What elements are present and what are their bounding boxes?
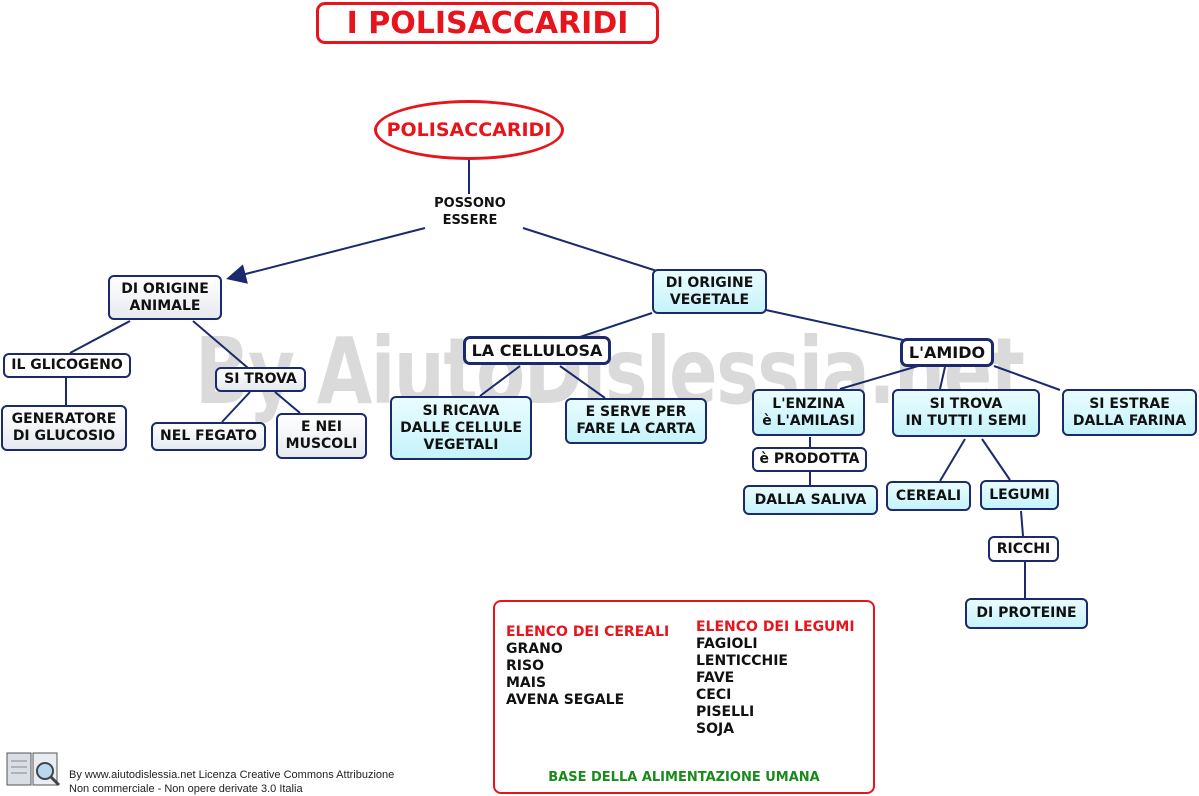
list-item: FAVE — [696, 670, 735, 686]
node-si-ricava: SI RICAVA DALLE CELLULE VEGETALI — [390, 396, 532, 460]
credit-line-2: Non commerciale - Non opere derivate 3.0… — [69, 783, 303, 795]
node-si-trova-animale: SI TROVA — [215, 367, 306, 392]
node-enzima: L'ENZINA è L'AMILASI — [752, 389, 865, 436]
node-saliva: DALLA SALIVA — [743, 485, 878, 515]
list-item: PISELLI — [696, 704, 755, 720]
node-origine-animale: DI ORIGINE ANIMALE — [108, 275, 222, 320]
arrow-to-animale — [226, 227, 426, 284]
node-amido: L'AMIDO — [900, 338, 994, 367]
node-farina: SI ESTRAE DALLA FARINA — [1062, 389, 1197, 436]
line-to-vegetale — [522, 227, 661, 273]
node-prodotta: è PRODOTTA — [752, 447, 867, 472]
link-possono-essere: POSSONO ESSERE — [434, 196, 506, 228]
list-item: RISO — [506, 658, 544, 674]
list-item: SOJA — [696, 721, 735, 737]
page-title: I POLISACCARIDI — [316, 2, 659, 44]
book-logo-icon — [6, 752, 61, 787]
list-item: LENTICCHIE — [696, 653, 788, 669]
node-proteine: DI PROTEINE — [965, 598, 1088, 629]
line-animale-glicogeno — [69, 320, 131, 354]
line-legumi-ricchi — [1020, 510, 1024, 537]
legend-footer: BASE DELLA ALIMENTAZIONE UMANA — [548, 770, 820, 785]
list-item: MAIS — [506, 675, 547, 691]
list-item: CECI — [696, 687, 732, 703]
line-semi-cereali — [939, 438, 966, 482]
line-amido-enzima — [839, 365, 919, 390]
list-legumi-title: ELENCO DEI LEGUMI — [696, 619, 855, 635]
list-legumi: ELENCO DEI LEGUMI FAGIOLI LENTICCHIE FAV… — [696, 619, 855, 738]
line-semi-legumi — [981, 438, 1011, 481]
node-cereali: CEREALI — [886, 481, 971, 511]
line-cellulosa-ricava — [479, 365, 521, 397]
node-generatore: GENERATORE DI GLUCOSIO — [1, 405, 127, 451]
node-glicogeno: IL GLICOGENO — [3, 353, 131, 378]
line-vegetale-cellulosa — [579, 312, 653, 338]
node-ricchi: RICCHI — [988, 536, 1059, 562]
root-node: POLISACCARIDI — [374, 100, 564, 160]
line-vegetale-amido — [765, 309, 904, 341]
list-item: AVENA SEGALE — [506, 692, 625, 708]
node-cellulosa: LA CELLULOSA — [463, 336, 611, 365]
line-amido-semi — [939, 366, 946, 390]
list-cereali: ELENCO DEI CEREALI GRANO RISO MAIS AVENA… — [506, 624, 669, 709]
node-carta: E SERVE PER FARE LA CARTA — [565, 398, 707, 444]
line-amido-farina — [993, 365, 1061, 391]
line-animale-sitrova — [192, 320, 249, 369]
list-item: FAGIOLI — [696, 636, 758, 652]
credit-text: By www.aiutodislessia.net Licenza Creati… — [69, 768, 394, 796]
node-fegato: NEL FEGATO — [151, 422, 266, 451]
legend-box: ELENCO DEI CEREALI GRANO RISO MAIS AVENA… — [493, 600, 875, 794]
line-cellulosa-carta — [559, 365, 606, 399]
list-item: GRANO — [506, 641, 563, 657]
line-sitrova-fegato — [221, 391, 251, 423]
credit-line-1: By www.aiutodislessia.net Licenza Creati… — [69, 769, 395, 781]
list-cereali-title: ELENCO DEI CEREALI — [506, 624, 670, 640]
node-muscoli: E NEI MUSCOLI — [276, 413, 367, 459]
line-sitrova-muscoli — [274, 391, 301, 414]
node-origine-vegetale: DI ORIGINE VEGETALE — [652, 269, 767, 314]
node-semi: SI TROVA IN TUTTI I SEMI — [892, 389, 1040, 437]
node-legumi: LEGUMI — [980, 480, 1059, 510]
